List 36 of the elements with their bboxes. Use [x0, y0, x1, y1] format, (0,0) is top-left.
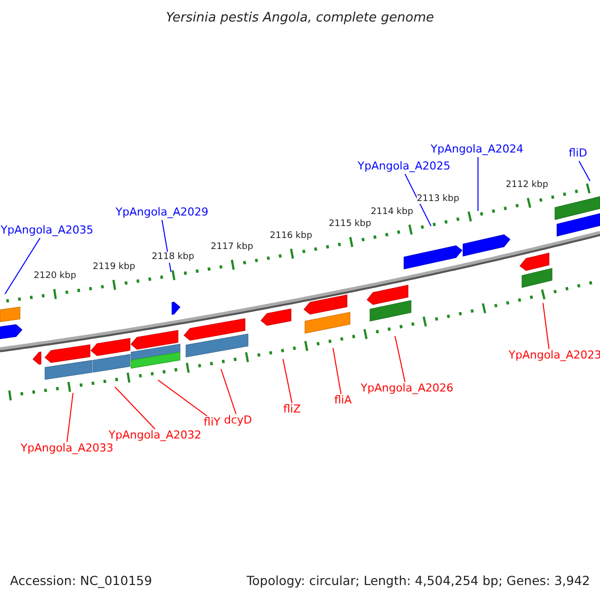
scale-label: 2113 kbp [416, 194, 460, 204]
gene-label: YpAngola_A2025 [358, 160, 450, 174]
scale-label: 2119 kbp [92, 262, 136, 272]
leader-line [4, 238, 40, 294]
leader-line [158, 380, 208, 416]
scale-label: 2116 kbp [270, 230, 312, 242]
scale-label: 2117 kbp [210, 242, 254, 252]
scale-label: 2120 kbp [34, 270, 76, 282]
leader-line [332, 348, 342, 394]
leader-line [394, 336, 406, 382]
gene-label: fliY [204, 416, 220, 430]
gene-label: YpAngola_A2032 [108, 430, 202, 442]
leader-line [282, 358, 292, 404]
gene-label: fliD [568, 148, 588, 160]
gene-label: dcyD [224, 414, 252, 428]
scale-label: 2114 kbp [370, 206, 414, 218]
gene-label: fliZ [283, 404, 301, 416]
gene-label: YpAngola_A2029 [116, 206, 208, 220]
gene-label: YpAngola_A2026 [360, 382, 454, 396]
scale-label: 2112 kbp [506, 180, 548, 190]
genome-info-text: Topology: circular; Length: 4,504,254 bp; Genes: 3,942 [246, 574, 590, 588]
scale-label: 2118 kbp [152, 252, 194, 262]
title: Yersinia pestis Angola, complete genome [166, 12, 434, 26]
accession-text: Accession: NC_010159 [10, 574, 152, 588]
gene-label: YpAngola_A2033 [20, 442, 114, 456]
gene-label: YpAngola_A2035 [0, 224, 94, 238]
leader-line [220, 368, 236, 414]
gene-label: fliA [334, 394, 352, 408]
gene-label: YpAngola_A2024 [430, 144, 524, 156]
leader-line [578, 160, 590, 182]
leader-line [114, 386, 156, 430]
leader-line [404, 174, 432, 226]
scale-label: 2115 kbp [328, 219, 372, 230]
leader-line [542, 302, 550, 350]
leader-line [66, 392, 74, 442]
gene-label: YpAngola_A2023 [508, 350, 600, 362]
